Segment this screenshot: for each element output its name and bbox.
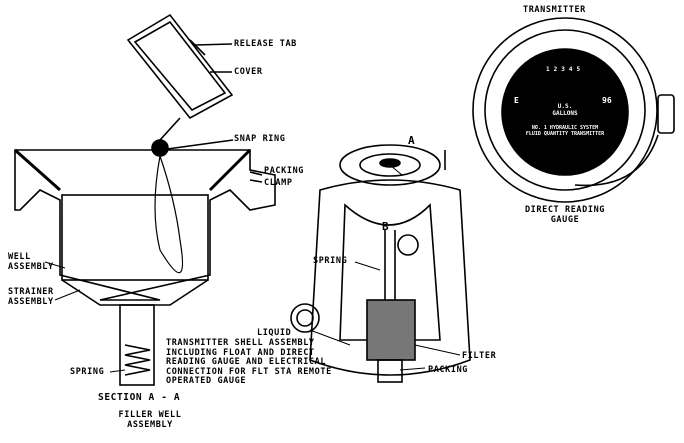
label-well-assembly: WELL ASSEMBLY: [8, 252, 54, 272]
title-line-1: FILLER WELL: [118, 410, 182, 420]
label-cover: COVER: [234, 67, 263, 77]
marker-a: A: [408, 134, 416, 147]
desc-line-1: TRANSMITTER SHELL ASSEMBLY: [166, 338, 315, 348]
plate-line-1: NO. 1 HYDRAULIC SYSTEM: [531, 125, 599, 131]
label-liquid: LIQUID: [257, 328, 292, 338]
label-direct-reading-gauge: DIRECT READING GAUGE: [505, 205, 625, 225]
gauge-scale: 12345: [530, 66, 600, 73]
title-line-2: ASSEMBLY: [127, 420, 173, 430]
units-line-1: U.S.: [557, 103, 573, 110]
caption-line-1: DIRECT READING: [524, 205, 606, 215]
marker-b: B: [382, 220, 390, 233]
label-transmitter-shell-assembly: TRANSMITTER SHELL ASSEMBLY INCLUDING FLO…: [166, 338, 332, 387]
scale-2: 2: [553, 66, 562, 73]
label-transmitter: TRANSMITTER: [523, 5, 586, 15]
units-line-2: GALLONS: [552, 110, 578, 117]
label-spring-well: SPRING: [70, 367, 105, 377]
strainer-line-1: STRAINER: [8, 287, 54, 297]
scale-3: 3: [561, 66, 569, 73]
desc-line-2: INCLUDING FLOAT AND DIRECT: [166, 347, 315, 358]
label-section: SECTION A - A: [98, 392, 181, 403]
gauge-units: U.S. GALLONS: [540, 103, 590, 117]
gauge-empty: E: [514, 96, 519, 105]
label-packing-top: PACKING: [264, 166, 305, 176]
gauge-drawing: [472, 17, 675, 203]
scale-4: 4: [568, 66, 577, 73]
leader-lines: [44, 164, 461, 373]
gauge-full: 96: [602, 96, 612, 105]
desc-line-3: READING GAUGE AND ELECTRICAL: [166, 357, 327, 367]
label-filter: FILTER: [462, 351, 497, 361]
label-clamp: CLAMP: [264, 178, 293, 188]
chain-drawing: [154, 155, 183, 274]
well-line-2: ASSEMBLY: [8, 262, 54, 272]
transmitter-shell-drawing: [290, 144, 471, 383]
scale-5: 5: [576, 66, 585, 73]
cover-drawing: [126, 13, 234, 157]
label-strainer-assembly: STRAINER ASSEMBLY: [8, 287, 54, 307]
caption-line-2: GAUGE: [550, 215, 580, 225]
label-snap-ring: SNAP RING: [234, 134, 286, 144]
desc-line-5: OPERATED GAUGE: [166, 376, 247, 386]
scale-1: 1: [545, 66, 554, 73]
label-release-tab: RELEASE TAB: [234, 39, 297, 49]
well-line-1: WELL: [8, 252, 31, 262]
label-packing-bottom: PACKING: [428, 365, 469, 375]
label-filler-well-assembly: FILLER WELL ASSEMBLY: [95, 410, 205, 430]
gauge-plate: NO. 1 HYDRAULIC SYSTEM FLUID QUANTITY TR…: [515, 125, 615, 137]
label-spring-shell: SPRING: [313, 256, 348, 266]
plate-line-2: FLUID QUANTITY TRANSMITTER: [525, 131, 605, 137]
strainer-line-2: ASSEMBLY: [8, 297, 54, 307]
desc-line-4: CONNECTION FOR FLT STA REMOTE: [166, 366, 332, 377]
filler-well-body: [14, 139, 276, 386]
